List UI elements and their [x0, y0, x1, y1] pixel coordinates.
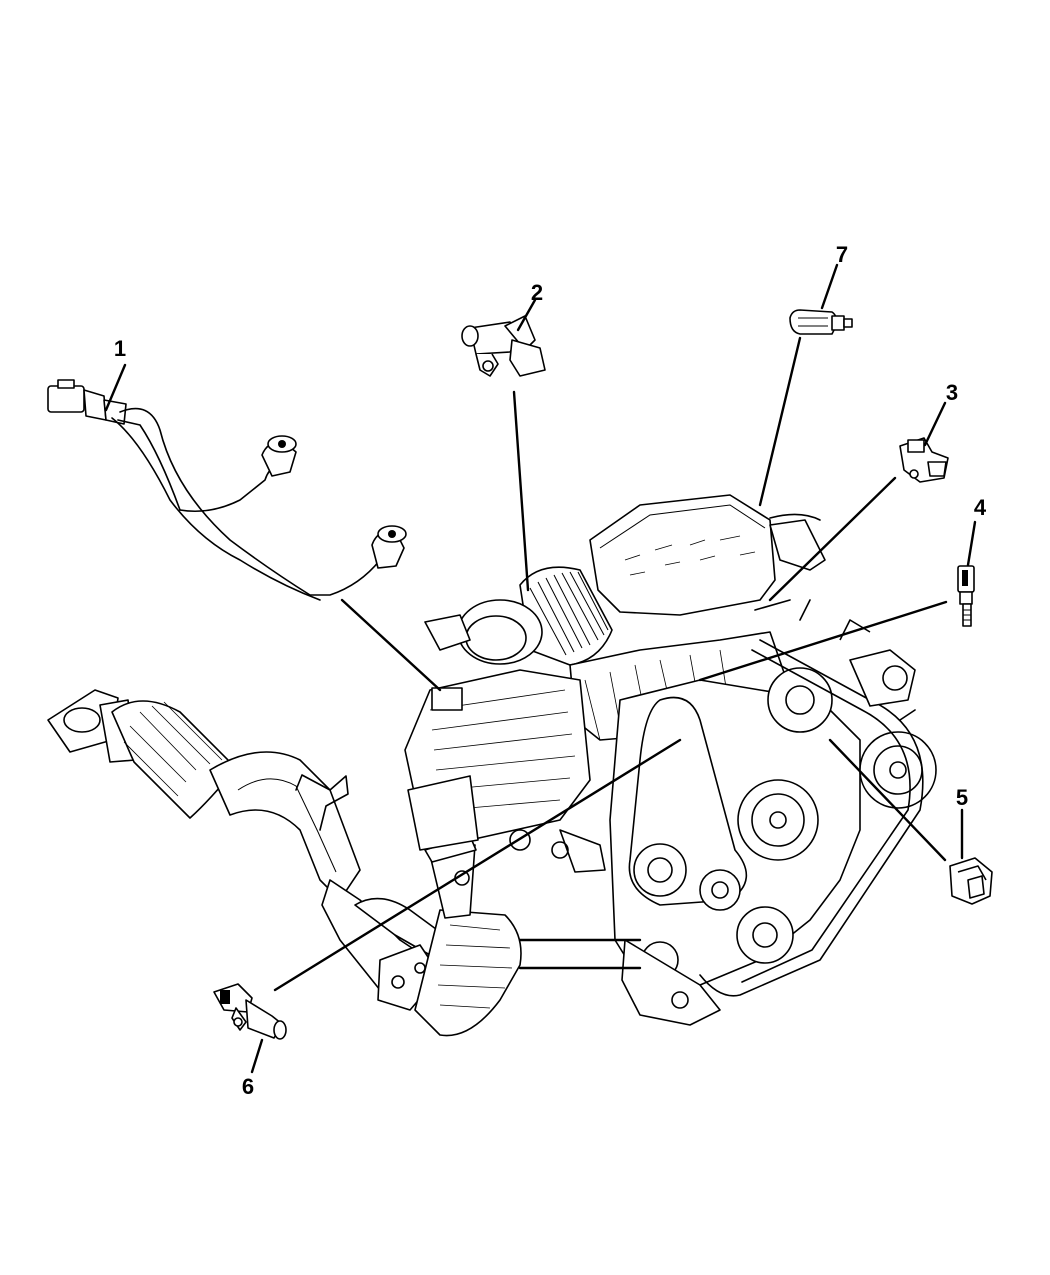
leader-line-7b: [758, 336, 802, 507]
map-sensor: [899, 437, 949, 483]
leader-line-3a: [923, 401, 947, 447]
crankshaft-position-sensor: [213, 983, 287, 1040]
callout-4: 4: [974, 495, 987, 520]
leader-line-1b: [340, 598, 442, 692]
callout-6: 6: [242, 1074, 254, 1099]
callout-7: 7: [836, 242, 848, 267]
leader-line-2a: [516, 298, 537, 332]
callout-2: 2: [531, 280, 543, 305]
leader-line-5b: [828, 738, 947, 862]
leader-lines: [104, 263, 977, 1074]
callout-1: 1: [114, 336, 126, 361]
callouts: 1 2 3 4 5 6 7: [114, 242, 987, 1099]
leader-line-7a: [820, 263, 839, 310]
leader-line-4b: [698, 600, 948, 682]
coolant-temperature-sensor: [957, 565, 975, 627]
leader-line-4a: [966, 520, 977, 567]
leader-line-6a: [250, 1038, 264, 1074]
callout-5: 5: [956, 785, 968, 810]
camshaft-position-sensor: [461, 315, 546, 377]
callout-3: 3: [946, 380, 958, 405]
oil-pressure-sensor: [949, 857, 993, 905]
intake-air-temperature-sensor: [789, 309, 853, 335]
intake-bellows: [424, 566, 613, 666]
leader-line-1a: [104, 363, 127, 412]
leader-line-2b: [512, 390, 530, 592]
leader-line-6b: [273, 738, 682, 992]
exhaust-pipe-assembly: [47, 689, 522, 1037]
engine-block: [404, 494, 937, 1026]
knock-sensor-harness: [47, 379, 407, 601]
leader-line-3b: [768, 476, 897, 602]
